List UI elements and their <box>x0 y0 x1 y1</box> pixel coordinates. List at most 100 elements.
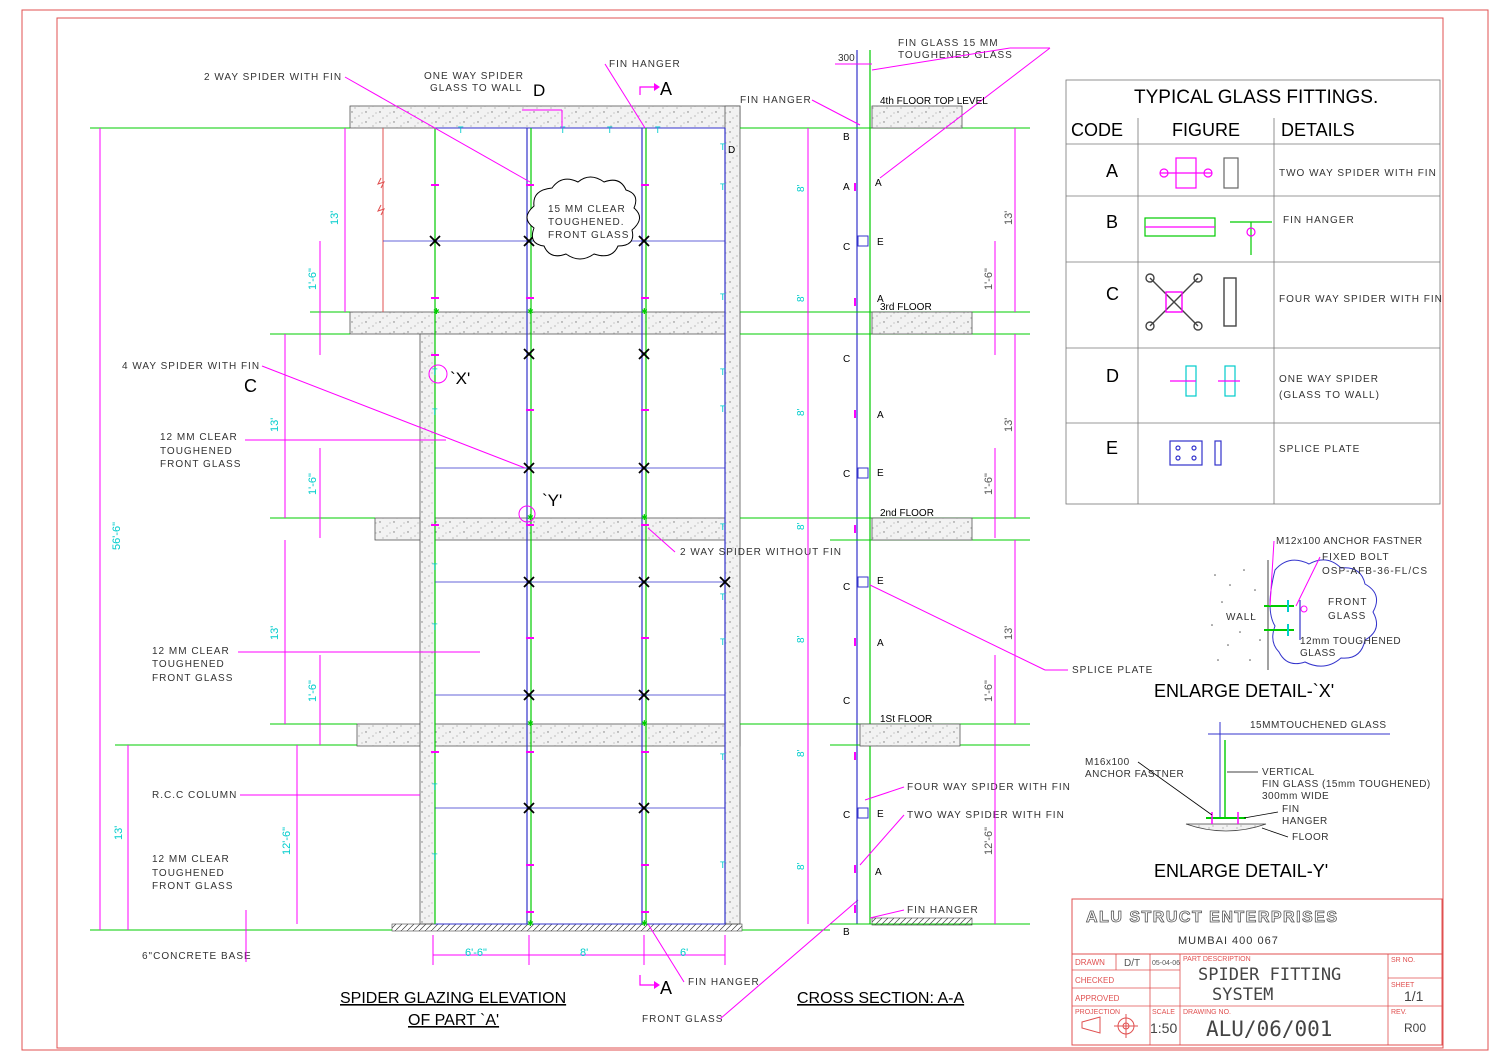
spider-fittings <box>429 235 731 814</box>
detail-x-tough-1: 12mm TOUGHENED <box>1300 636 1401 647</box>
two-way-spider-icon <box>1159 157 1239 189</box>
sec-four-way: FOUR WAY SPIDER WITH FIN <box>907 782 1071 793</box>
svg-text:✱: ✱ <box>527 919 534 928</box>
detail-y-anchor-1: M16x100 <box>1085 757 1130 768</box>
dim-8-v1: 8' <box>796 184 807 192</box>
svg-text:T: T <box>432 782 438 792</box>
glass-12mm-c3: FRONT GLASS <box>152 881 233 892</box>
glass-cloud <box>526 176 640 260</box>
glass-12mm-c1: 12 MM CLEAR <box>152 854 230 865</box>
label-fin-hanger-bottom: FIN HANGER <box>688 977 760 988</box>
detail-y-vert-2: FIN GLASS (15mm TOUGHENED) <box>1262 779 1431 790</box>
header-details: DETAILS <box>1281 120 1355 140</box>
detail-y-vert-1: VERTICAL <box>1262 767 1315 778</box>
elevation-title-line2: OF PART `A' <box>408 1012 499 1029</box>
cloud-line3: FRONT GLASS <box>548 230 629 241</box>
outer-border <box>21 9 1489 1051</box>
dim-total-height: 56'-6" <box>111 522 123 550</box>
row-c-code: C <box>1106 284 1119 304</box>
section-title: CROSS SECTION: A-A <box>797 990 964 1007</box>
svg-text:T: T <box>720 292 726 302</box>
sec-code-e-1: E <box>877 237 884 248</box>
rcc-column-right <box>724 105 741 925</box>
dim-18-low: 1'-6" <box>307 680 319 702</box>
svg-text:T: T <box>720 860 726 870</box>
row-d-details2: (GLASS TO WALL) <box>1279 390 1380 401</box>
sec-code-c-1: C <box>843 242 850 253</box>
sec-code-a-5r: A <box>877 638 884 649</box>
sec-code-a-1: A <box>843 182 850 193</box>
detail-x-title: ENLARGE DETAIL-`X' <box>1154 681 1334 701</box>
sec-fin-hanger-top: FIN HANGER <box>740 95 812 106</box>
glass-joints <box>383 240 725 809</box>
elevation-dimensions <box>99 128 809 965</box>
tb-part-line1: SPIDER FITTING <box>1198 965 1341 985</box>
inner-border <box>56 17 1444 1049</box>
detail-y: 15MMTOUCHENED GLASS M16x100 ANCHOR FASTN… <box>1085 720 1431 881</box>
fin-hanger-marks: ✱✱✱ ✱✱ ✱✱ ✱✱ <box>433 307 648 928</box>
row-e-code: E <box>1106 438 1118 458</box>
svg-text:T: T <box>607 125 613 135</box>
header-figure: FIGURE <box>1172 120 1240 140</box>
tb-drawing-no: ALU/06/001 <box>1206 1017 1332 1041</box>
fin-hanger-icon <box>1144 217 1272 255</box>
dim-13-bottom: 13' <box>113 826 125 840</box>
tb-approved: APPROVED <box>1075 994 1120 1003</box>
svg-text:✱: ✱ <box>433 307 440 316</box>
sec-code-a-7r: A <box>875 867 882 878</box>
dim-8-v2: 8' <box>796 294 807 302</box>
sec-code-c-2: C <box>843 354 850 365</box>
detail-x-cloud <box>1269 559 1378 667</box>
svg-text:✱: ✱ <box>527 307 534 316</box>
section-slab-1st <box>859 723 961 747</box>
cross-section-view: B A A C E A C A C E C E A C C E A B 300 … <box>740 38 1153 1007</box>
sec-code-a-1r: A <box>875 178 882 189</box>
row-b-details: FIN HANGER <box>1283 215 1355 226</box>
tb-drawing-label: DRAWING NO. <box>1183 1009 1231 1016</box>
svg-text:T: T <box>458 125 464 135</box>
detail-x: M12x100 ANCHOR FASTNER FIXED BOLT OSP-AF… <box>1154 536 1428 701</box>
svg-text:✱: ✱ <box>641 719 648 728</box>
cracks-mark <box>377 177 385 216</box>
dim-8-v3: 8' <box>796 408 807 416</box>
label-front-glass: FRONT GLASS <box>642 1014 723 1025</box>
sec-dim-300: 300 <box>838 53 855 64</box>
sec-dim-18-c: 1'-6" <box>983 680 995 702</box>
detail-x-bolt-1: FIXED BOLT <box>1322 552 1390 563</box>
svg-text:T: T <box>560 125 566 135</box>
detail-y-title: ENLARGE DETAIL-Y' <box>1154 861 1328 881</box>
dim-8-width: 8' <box>580 947 588 959</box>
cloud-line1: 15 MM CLEAR <box>548 204 626 215</box>
glass-12mm-c2: TOUGHENED <box>152 868 225 879</box>
dim-8-v5: 8' <box>796 635 807 643</box>
label-concrete-base: 6"CONCRETE BASE <box>142 951 252 962</box>
slab-1st <box>356 723 741 747</box>
detail-x-tough-2: GLASS <box>1300 648 1336 659</box>
section-base <box>871 917 973 926</box>
sec-code-a-3r: A <box>877 410 884 421</box>
tb-sr-label: SR NO. <box>1391 957 1415 964</box>
label-one-way-line1: ONE WAY SPIDER <box>424 71 524 82</box>
detail-y-fin-2: HANGER <box>1282 816 1328 827</box>
detail-x-callout: `X' <box>450 369 470 388</box>
sec-fin-glass-2: TOUGHENED GLASS <box>898 50 1013 61</box>
section-slab-top <box>871 105 963 129</box>
sec-code-e-4: E <box>877 576 884 587</box>
glass-12mm-b2: TOUGHENED <box>152 659 225 670</box>
tb-sheet: 1/1 <box>1404 988 1424 1004</box>
detail-x-bolt-2: OSP-AFB-36-FL/CS <box>1322 566 1428 577</box>
svg-text:T: T <box>432 852 438 862</box>
sec-dim-126: 12'-6" <box>983 827 995 855</box>
sec-fin-glass-1: FIN GLASS 15 MM <box>898 38 999 49</box>
svg-text:T: T <box>720 522 726 532</box>
sec-code-e-6: E <box>877 809 884 820</box>
section-splice-plates <box>857 235 869 819</box>
elevation-title-line1: SPIDER GLAZING ELEVATION <box>340 990 566 1007</box>
sec-splice-plate: SPLICE PLATE <box>1072 665 1153 676</box>
dim-13-mid: 13' <box>269 418 281 432</box>
sec-dim-18-b: 1'-6" <box>983 473 995 495</box>
level-3rd: 3rd FLOOR <box>880 302 932 313</box>
